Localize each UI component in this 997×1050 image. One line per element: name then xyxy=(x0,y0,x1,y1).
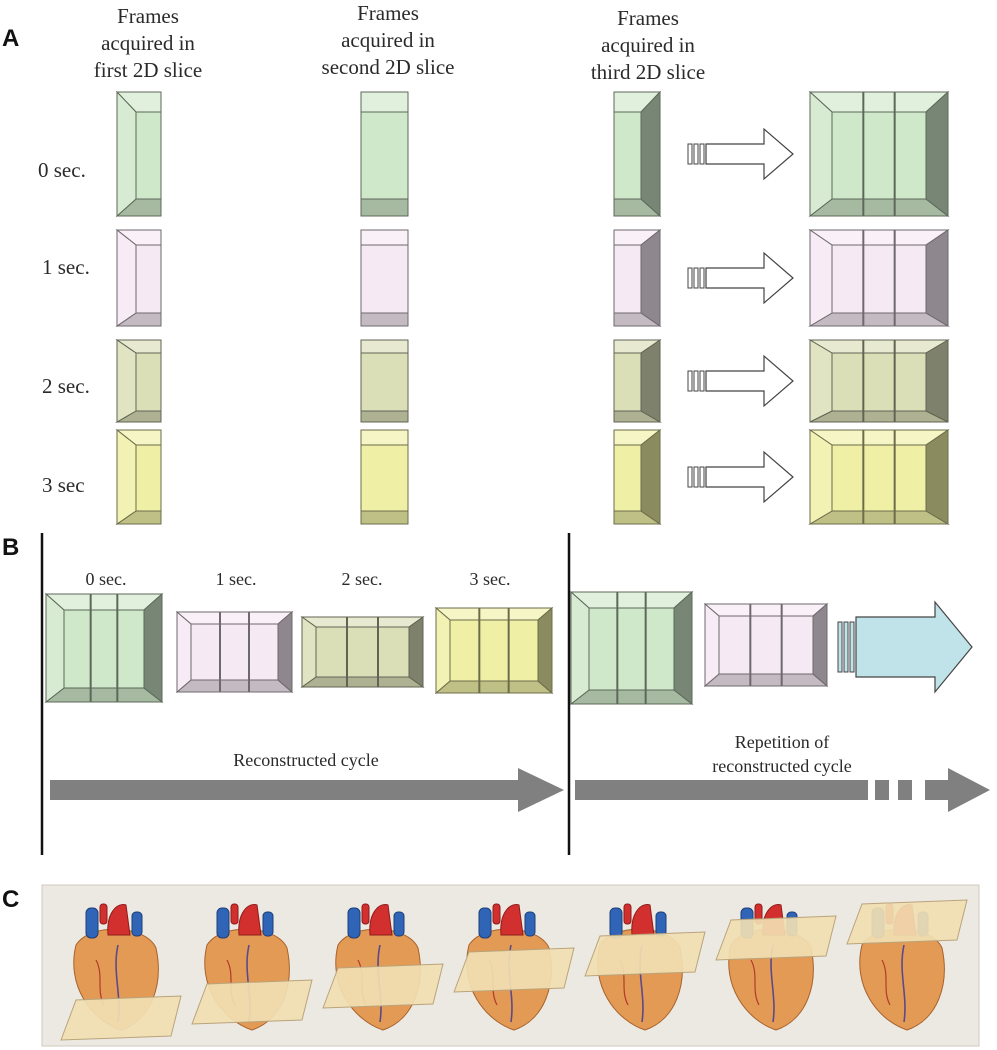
repetition-arrow-head xyxy=(925,768,990,812)
panel-b-letter: B xyxy=(2,534,19,561)
reconstructed-cycle-arrow xyxy=(50,768,564,812)
repetition-dash-2 xyxy=(898,780,912,800)
slice1-frame-row0 xyxy=(115,90,162,218)
slice1-frame-row3 xyxy=(115,428,162,525)
column-header-2-line-2: acquired in xyxy=(341,28,435,52)
column-header-3-line-3: third 2D slice xyxy=(591,60,705,84)
slice1-frame-row2 xyxy=(115,339,162,423)
continuation-arrow xyxy=(837,600,973,694)
frame-label-2: 2 sec. xyxy=(342,569,383,589)
cycle-frame-0 xyxy=(44,592,164,704)
column-header-3-line-1: Frames xyxy=(617,6,679,30)
heart-model-5 xyxy=(715,903,837,1031)
slice3-frame-row3 xyxy=(613,428,662,525)
combined-frame-row1 xyxy=(808,229,950,327)
heart-model-4 xyxy=(584,903,706,1031)
reconstructed-cycle-label: Reconstructed cycle xyxy=(233,750,378,770)
column-header-2-line-3: second 2D slice xyxy=(322,55,455,79)
combined-frame-row3 xyxy=(808,429,950,525)
panel-a-letter: A xyxy=(2,25,19,52)
cycle-frame-2 xyxy=(300,616,425,688)
frame-label-1: 1 sec. xyxy=(216,569,257,589)
cycle-frame-3 xyxy=(434,606,554,695)
slice3-frame-row2 xyxy=(613,339,662,423)
combine-arrow-row3 xyxy=(687,450,794,504)
column-header-3-line-2: acquired in xyxy=(601,33,695,57)
row-label-2: 2 sec. xyxy=(42,374,90,398)
column-header-2: Frames acquired in second 2D slice xyxy=(322,1,455,79)
column-header-3: Frames acquired in third 2D slice xyxy=(591,6,705,84)
column-header-1: Frames acquired in first 2D slice xyxy=(94,4,202,82)
combined-frame-row2 xyxy=(808,339,950,423)
column-header-1-line-2: acquired in xyxy=(101,31,195,55)
heart-sequence xyxy=(60,899,968,1041)
slice2-frame-row0 xyxy=(360,91,409,217)
combined-frame-row0 xyxy=(808,90,950,218)
column-header-1-line-3: first 2D slice xyxy=(94,58,202,82)
repeat-frame-1 xyxy=(703,602,829,688)
slice2-frame-row3 xyxy=(360,429,409,525)
heart-model-0 xyxy=(60,903,182,1041)
panel-b-frames xyxy=(44,590,973,706)
frame-label-3: 3 sec. xyxy=(470,569,511,589)
slice3-frame-row1 xyxy=(613,228,662,327)
heart-model-1 xyxy=(191,903,313,1031)
slice2-frame-row2 xyxy=(360,339,409,423)
column-header-2-line-1: Frames xyxy=(357,1,419,25)
combine-arrow-row2 xyxy=(687,354,794,408)
row-label-3: 3 sec xyxy=(42,473,85,497)
combine-arrow-row0 xyxy=(687,127,794,181)
heart-model-6 xyxy=(846,899,968,1031)
panel-a-frames xyxy=(115,90,950,525)
repetition-label-line-1: Repetition of xyxy=(735,732,829,752)
row-label-1: 1 sec. xyxy=(42,255,90,279)
repeat-frame-0 xyxy=(569,590,694,706)
heart-model-3 xyxy=(453,903,575,1031)
cycle-frame-1 xyxy=(175,610,294,694)
combine-arrow-row1 xyxy=(687,251,794,305)
panel-c-letter: C xyxy=(2,886,19,913)
frame-label-0: 0 sec. xyxy=(86,569,127,589)
slice1-frame-row1 xyxy=(115,228,162,327)
repetition-dash-1 xyxy=(875,780,889,800)
repetition-arrow xyxy=(575,780,868,800)
column-header-1-line-1: Frames xyxy=(117,4,179,28)
slice2-frame-row1 xyxy=(360,229,409,327)
row-label-0: 0 sec. xyxy=(38,158,86,182)
repetition-label-line-2: reconstructed cycle xyxy=(712,756,851,776)
slice3-frame-row0 xyxy=(613,90,662,218)
heart-model-2 xyxy=(322,903,444,1031)
